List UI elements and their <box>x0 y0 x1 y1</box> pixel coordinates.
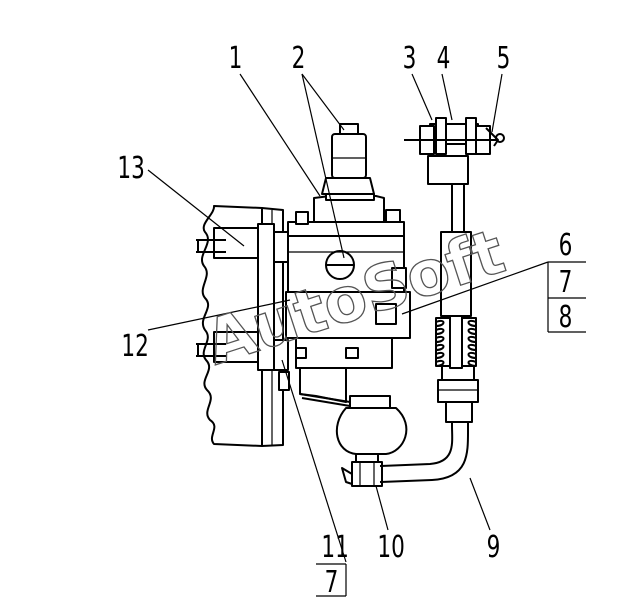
clevis-fork <box>404 117 505 155</box>
callout-6: 6 <box>559 229 573 263</box>
callout-2: 2 <box>292 42 306 76</box>
callout-numbers: 1 2 3 4 5 6 7 8 9 10 11 7 12 13 <box>117 42 572 600</box>
leader-lines <box>147 73 586 597</box>
curved-tube <box>379 365 479 483</box>
callout-8: 8 <box>559 301 573 335</box>
callout-1: 1 <box>229 42 243 76</box>
callout-5: 5 <box>497 42 511 76</box>
callout-12: 12 <box>121 330 148 364</box>
callout-7-bottom: 7 <box>325 566 339 600</box>
valve-body <box>285 209 411 407</box>
mounting-housing <box>196 205 284 447</box>
callout-11: 11 <box>321 531 348 565</box>
callout-13: 13 <box>117 152 144 186</box>
callout-4: 4 <box>437 42 451 76</box>
callout-9: 9 <box>487 531 501 565</box>
callout-3: 3 <box>403 42 417 76</box>
spring-rod-assembly <box>427 155 477 369</box>
outlet-nozzle <box>336 395 408 487</box>
callout-10: 10 <box>377 531 404 565</box>
callout-7-right: 7 <box>559 266 573 300</box>
